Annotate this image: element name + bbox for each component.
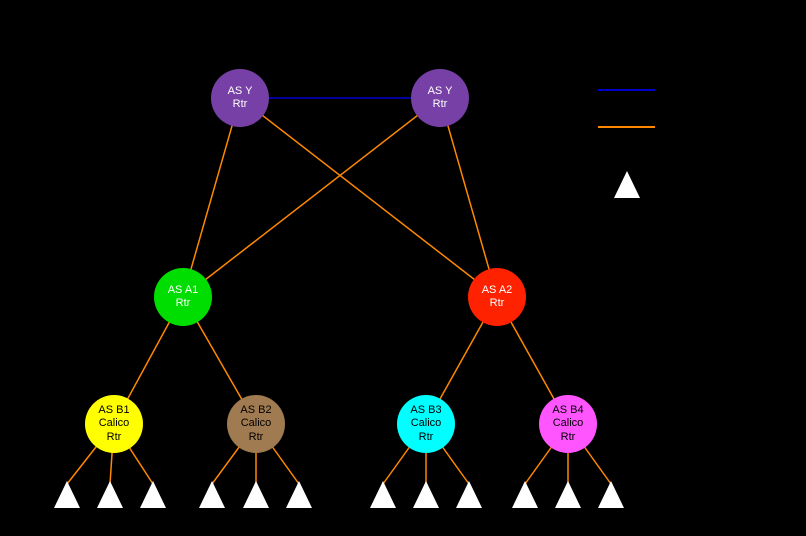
node-label: AS B2 Calico Rtr [240, 404, 272, 443]
node-as-b3-calico-rtr: AS B3 Calico Rtr [397, 395, 455, 453]
host-triangle-icon [512, 481, 538, 508]
host-triangle-icon [413, 481, 439, 508]
node-label: AS Y Rtr [227, 84, 253, 110]
node-as-b1-calico-rtr: AS B1 Calico Rtr [85, 395, 143, 453]
node-label: AS B1 Calico Rtr [98, 404, 130, 443]
host-triangle-icon [54, 481, 80, 508]
node-label: AS A1 Rtr [167, 283, 199, 309]
node-as-a2-rtr: AS A2 Rtr [468, 268, 526, 326]
edge-asy-right-asa1 [182, 97, 441, 298]
edge-asy-right-asa2 [439, 97, 498, 298]
node-as-a1-rtr: AS A1 Rtr [154, 268, 212, 326]
node-as-b2-calico-rtr: AS B2 Calico Rtr [227, 395, 285, 453]
node-as-y-rtr-right: AS Y Rtr [411, 69, 469, 127]
host-triangle-icon [286, 481, 312, 508]
edge-asy-left-asa1 [182, 97, 241, 298]
host-triangle-icon [140, 481, 166, 508]
edge-asy-left-asa2 [239, 97, 498, 298]
host-triangle-icon [456, 481, 482, 508]
host-triangle-icon [370, 481, 396, 508]
legend-host-triangle-icon [614, 171, 640, 198]
node-as-y-rtr-left: AS Y Rtr [211, 69, 269, 127]
node-as-b4-calico-rtr: AS B4 Calico Rtr [539, 395, 597, 453]
host-triangle-icon [243, 481, 269, 508]
host-triangle-icon [598, 481, 624, 508]
host-triangle-icon [199, 481, 225, 508]
node-label: AS A2 Rtr [481, 283, 513, 309]
host-triangle-icon [97, 481, 123, 508]
legend-ibgp-line-swatch [598, 89, 655, 91]
node-label: AS B4 Calico Rtr [552, 404, 584, 443]
legend-ebgp-line-swatch [598, 126, 655, 128]
node-label: AS Y Rtr [427, 84, 453, 110]
node-label: AS B3 Calico Rtr [410, 404, 442, 443]
host-triangle-icon [555, 481, 581, 508]
